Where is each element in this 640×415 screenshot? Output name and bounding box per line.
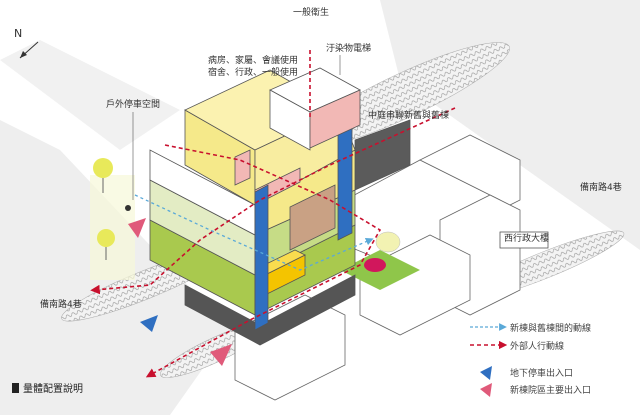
legend-blue-dash: 新棟與舊棟間的動線	[510, 324, 592, 334]
courtyard-link-label: 中庭串聯新舊與舊棟	[368, 111, 450, 121]
courtyard	[340, 231, 420, 290]
main-entry-icon	[128, 218, 146, 238]
legend-red-dash: 外部人行動線	[510, 342, 565, 352]
pedestrian-routes	[90, 50, 456, 378]
road-label-left: 備南路4巷	[40, 300, 82, 310]
legend-symbols	[470, 323, 508, 397]
old-building	[234, 134, 549, 401]
new-building	[149, 67, 411, 346]
entry-markers	[128, 218, 232, 366]
north-label: N	[14, 27, 23, 40]
title-marker	[12, 382, 19, 393]
diagram-title: 量體配置說明	[12, 380, 83, 395]
ward-label-line2: 宿舍、行政、一般使用	[208, 68, 299, 78]
north-arrow	[19, 41, 39, 59]
legend-pink-triangle: 新棟院區主要出入口	[510, 386, 592, 396]
new-old-route	[134, 194, 374, 271]
main-entry-icon-2	[210, 344, 232, 366]
outdoor-parking-label: 戶外停車空間	[106, 100, 161, 110]
leader-lines	[132, 55, 341, 200]
ward-label-line1: 病房、家屬、會議使用	[208, 56, 299, 66]
dirty-elevator-label: 汙染物電梯	[326, 44, 372, 54]
admin-building-label: 西行政大樓	[504, 234, 550, 244]
general-health-label: 一般衛生	[293, 8, 330, 18]
road-label-right: 備南路4巷	[580, 183, 622, 193]
legend-blue-triangle: 地下停車出入口	[510, 369, 574, 379]
title-text: 量體配置說明	[23, 384, 83, 395]
trees	[90, 158, 135, 280]
parking-entry-icon	[140, 315, 158, 332]
